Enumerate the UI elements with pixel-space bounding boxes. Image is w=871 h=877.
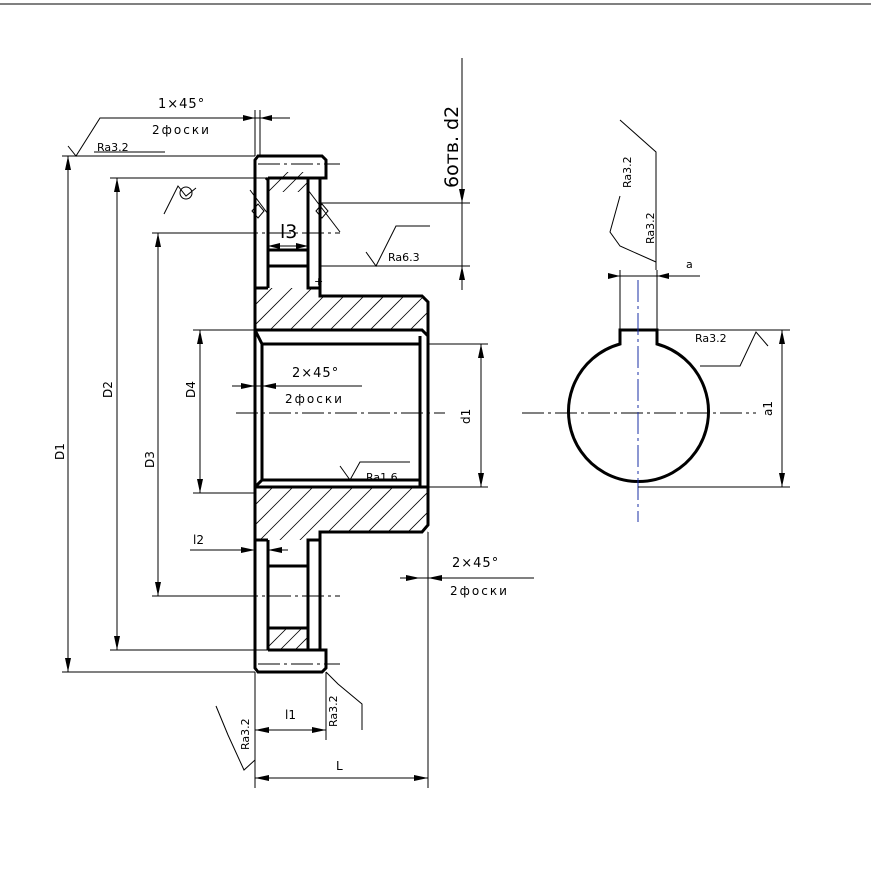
note-chamfer-hub-count: 2фоски <box>450 584 509 598</box>
note-chamfer-top-size: 1×45° <box>158 97 205 112</box>
ra-bore: Ra1.6 <box>366 471 398 484</box>
dim-D2: D2 <box>101 381 115 398</box>
pocket-bottom-right <box>306 538 322 652</box>
ra-key-side-1: Ra3.2 <box>621 156 634 188</box>
dim-l2: l2 <box>193 533 204 547</box>
note-chamfer-bore-size: 2×45° <box>292 366 339 381</box>
dim-a1: a1 <box>761 401 775 416</box>
ra-holes: Ra6.3 <box>388 251 420 264</box>
note-chamfer-top-count: 2фоски <box>152 123 211 137</box>
roughness-symbols: Ra3.2 Ra6.3 Ra1.6 Ra3.2 Ra3.2 <box>67 117 430 771</box>
dim-D1: D1 <box>53 443 67 460</box>
hatch-rim-bottom <box>268 628 308 650</box>
ra-bottom-right: Ra3.2 <box>327 695 340 727</box>
bore-outline <box>253 328 430 489</box>
section-view <box>236 154 445 674</box>
dim-D3: D3 <box>143 451 157 468</box>
ra-top-left: Ra3.2 <box>97 141 129 154</box>
dimensions: D1 D2 D3 D4 d1 L <box>53 58 534 788</box>
keyway-view: a a1 Ra3.2 Ra3.2 Ra3.2 <box>522 119 790 522</box>
note-chamfer-bore-count: 2фоски <box>285 392 344 406</box>
dim-d1: d1 <box>459 409 473 424</box>
ra-bottom-left: Ra3.2 <box>239 718 252 750</box>
ra-key-bottom: Ra3.2 <box>695 332 727 345</box>
hole-markers: + <box>249 189 341 288</box>
bore-keyway-outline <box>567 328 710 484</box>
part-outline <box>253 154 430 674</box>
dim-l3: l3 <box>280 221 297 243</box>
pocket-top-left <box>264 176 270 288</box>
note-holes: 6отв. d2 <box>441 106 463 188</box>
hatch-rim-top <box>268 172 308 192</box>
svg-text:+: + <box>314 275 323 288</box>
dim-l1: l1 <box>285 708 296 722</box>
dim-a: a <box>686 258 693 271</box>
note-chamfer-hub-size: 2×45° <box>452 556 499 571</box>
dim-L: L <box>336 759 343 773</box>
dim-D4: D4 <box>184 381 198 398</box>
ra-key-side-2: Ra3.2 <box>644 212 657 244</box>
